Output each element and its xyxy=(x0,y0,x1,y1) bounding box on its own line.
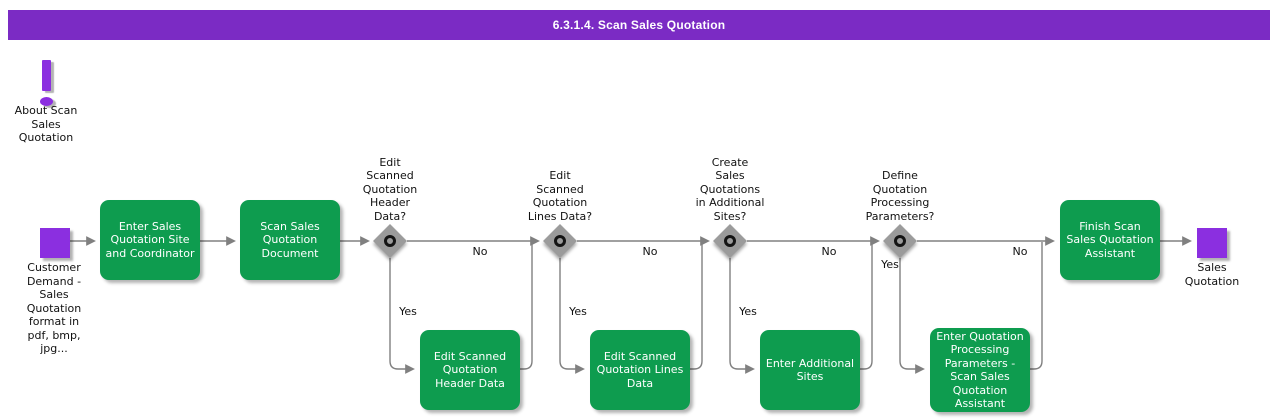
task-edit-scanned-quotation-lines-data[interactable]: Edit Scanned Quotation Lines Data xyxy=(590,330,690,410)
decision-edit-header-data[interactable] xyxy=(373,224,407,258)
task-enter-additional-sites[interactable]: Enter Additional Sites xyxy=(760,330,860,410)
decision-question-additional-sites: Create Sales Quotations in Additional Si… xyxy=(695,155,765,223)
task-edit-scanned-quotation-header-data[interactable]: Edit Scanned Quotation Header Data xyxy=(420,330,520,410)
task-enter-sales-quotation-site[interactable]: Enter Sales Quotation Site and Coordinat… xyxy=(100,200,200,280)
about-exclamation-icon[interactable] xyxy=(36,60,60,108)
process-title-banner: 6.3.1.4. Scan Sales Quotation xyxy=(8,10,1270,40)
exclamation-bar xyxy=(42,60,51,91)
start-event-customer-demand[interactable] xyxy=(40,228,70,258)
task-label: Enter Additional Sites xyxy=(765,356,855,384)
decision-edit-lines-data[interactable] xyxy=(543,224,577,258)
task-scan-sales-quotation-document[interactable]: Scan Sales Quotation Document xyxy=(240,200,340,280)
decision-question-edit-header: Edit Scanned Quotation Header Data? xyxy=(362,155,418,223)
exclamation-dot xyxy=(40,97,53,106)
yes-label: Yes xyxy=(739,305,757,318)
no-label: No xyxy=(642,245,658,258)
decision-define-processing-parameters[interactable] xyxy=(883,224,917,258)
task-label: Enter Quotation Processing Parameters - … xyxy=(936,329,1024,411)
decision-circle-icon xyxy=(721,232,739,250)
no-label: No xyxy=(821,245,837,258)
yes-label: Yes xyxy=(399,305,417,318)
yes-label: Yes xyxy=(569,305,587,318)
end-event-label: Sales Quotation xyxy=(1184,261,1240,288)
task-finish-scan-sales-quotation-assistant[interactable]: Finish Scan Sales Quotation Assistant xyxy=(1060,200,1160,280)
decision-create-quotations-additional-sites[interactable] xyxy=(713,224,747,258)
decision-question-edit-lines: Edit Scanned Quotation Lines Data? xyxy=(527,169,593,223)
start-event-label: Customer Demand - Sales Quotation format… xyxy=(26,261,82,355)
task-label: Finish Scan Sales Quotation Assistant xyxy=(1066,219,1154,260)
no-label: No xyxy=(472,245,488,258)
about-label: About Scan Sales Quotation xyxy=(14,104,78,144)
yes-label: Yes xyxy=(881,258,899,271)
task-label: Edit Scanned Quotation Lines Data xyxy=(596,349,684,390)
decision-circle-icon xyxy=(381,232,399,250)
task-label: Enter Sales Quotation Site and Coordinat… xyxy=(105,219,195,260)
no-label: No xyxy=(1012,245,1028,258)
end-event-sales-quotation[interactable] xyxy=(1197,228,1227,258)
task-label: Edit Scanned Quotation Header Data xyxy=(433,349,507,390)
decision-circle-icon xyxy=(551,232,569,250)
task-enter-quotation-processing-parameters[interactable]: Enter Quotation Processing Parameters - … xyxy=(930,328,1030,412)
task-label: Scan Sales Quotation Document xyxy=(260,219,320,260)
page-title: 6.3.1.4. Scan Sales Quotation xyxy=(552,18,726,32)
decision-question-processing-params: Define Quotation Processing Parameters? xyxy=(865,169,935,223)
decision-circle-icon xyxy=(891,232,909,250)
